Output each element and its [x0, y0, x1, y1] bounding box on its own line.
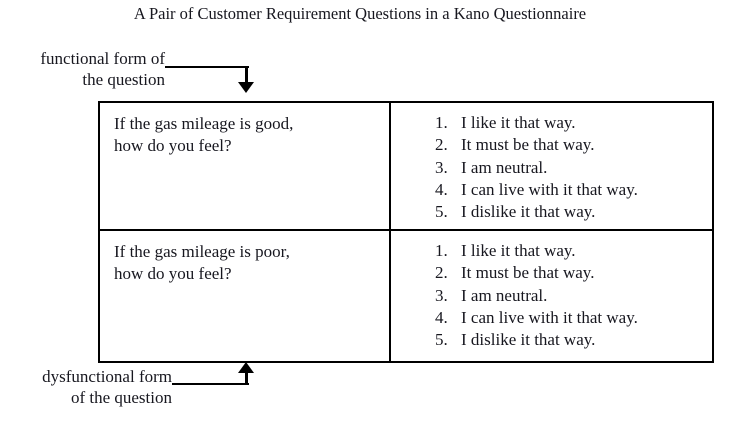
- question-line-1: If the gas mileage is poor,: [114, 242, 290, 261]
- answer-text: I can live with it that way.: [461, 307, 638, 327]
- list-item: 5. I dislike it that way.: [435, 329, 712, 351]
- callout-functional-form: functional form of the question: [8, 48, 165, 90]
- answer-number: 1.: [435, 241, 448, 260]
- list-item: 3. I am neutral.: [435, 157, 712, 179]
- arrow-up-icon: [238, 362, 254, 373]
- answer-number: 5.: [435, 330, 448, 350]
- question-text-dysfunctional: If the gas mileage is poor, how do you f…: [100, 231, 389, 284]
- questionnaire-table: If the gas mileage is good, how do you f…: [98, 101, 714, 363]
- callout-functional-line2: the question: [82, 70, 165, 89]
- answer-text: I can live with it that way.: [461, 179, 638, 199]
- answer-text: It must be that way.: [461, 263, 595, 283]
- question-cell-functional: If the gas mileage is good, how do you f…: [98, 101, 391, 231]
- arrow-down-icon: [238, 82, 254, 93]
- answer-text: It must be that way.: [461, 135, 595, 155]
- answer-text: I dislike it that way.: [461, 202, 596, 222]
- leader-line-functional-vertical: [245, 66, 248, 84]
- list-item: 2. It must be that way.: [435, 262, 712, 284]
- answer-number: 4.: [435, 179, 448, 199]
- list-item: 1. I like it that way.: [435, 240, 712, 262]
- answer-number: 3.: [435, 285, 448, 305]
- answer-number: 3.: [435, 157, 448, 177]
- answer-text: I like it that way.: [461, 113, 576, 132]
- leader-line-dysfunctional-vertical: [245, 370, 248, 385]
- answer-list-dysfunctional: 1. I like it that way. 2. It must be that …: [391, 231, 712, 351]
- figure-title: A Pair of Customer Requirement Questions…: [133, 4, 587, 23]
- callout-dysfunctional-line1: dysfunctional form: [42, 367, 172, 386]
- question-cell-dysfunctional: If the gas mileage is poor, how do you f…: [98, 229, 391, 363]
- leader-line-functional-horizontal: [165, 66, 249, 68]
- list-item: 4. I can live with it that way.: [435, 307, 712, 329]
- answer-number: 1.: [435, 113, 448, 132]
- answer-number: 2.: [435, 135, 448, 155]
- list-item: 1. I like it that way.: [435, 112, 712, 134]
- question-text-functional: If the gas mileage is good, how do you f…: [100, 103, 389, 156]
- answer-number: 2.: [435, 263, 448, 283]
- list-item: 2. It must be that way.: [435, 134, 712, 156]
- table-row: If the gas mileage is good, how do you f…: [98, 101, 714, 231]
- list-item: 4. I can live with it that way.: [435, 179, 712, 201]
- callout-functional-line1: functional form of: [40, 49, 165, 68]
- answers-cell-functional: 1. I like it that way. 2. It must be that …: [389, 101, 714, 231]
- answers-cell-dysfunctional: 1. I like it that way. 2. It must be that …: [389, 229, 714, 363]
- answer-list-functional: 1. I like it that way. 2. It must be that …: [391, 103, 712, 223]
- leader-line-dysfunctional-horizontal: [172, 383, 249, 385]
- answer-text: I dislike it that way.: [461, 330, 596, 350]
- list-item: 5. I dislike it that way.: [435, 201, 712, 223]
- list-item: 3. I am neutral.: [435, 285, 712, 307]
- answer-number: 5.: [435, 202, 448, 222]
- callout-dysfunctional-form: dysfunctional form of the question: [8, 366, 172, 408]
- answer-text: I like it that way.: [461, 241, 576, 260]
- table-row: If the gas mileage is poor, how do you f…: [98, 229, 714, 363]
- answer-number: 4.: [435, 307, 448, 327]
- answer-text: I am neutral.: [461, 157, 548, 177]
- question-line-1: If the gas mileage is good,: [114, 114, 294, 133]
- question-line-2: how do you feel?: [114, 263, 232, 283]
- question-line-2: how do you feel?: [114, 135, 232, 155]
- callout-dysfunctional-line2: of the question: [70, 388, 172, 407]
- answer-text: I am neutral.: [461, 285, 548, 305]
